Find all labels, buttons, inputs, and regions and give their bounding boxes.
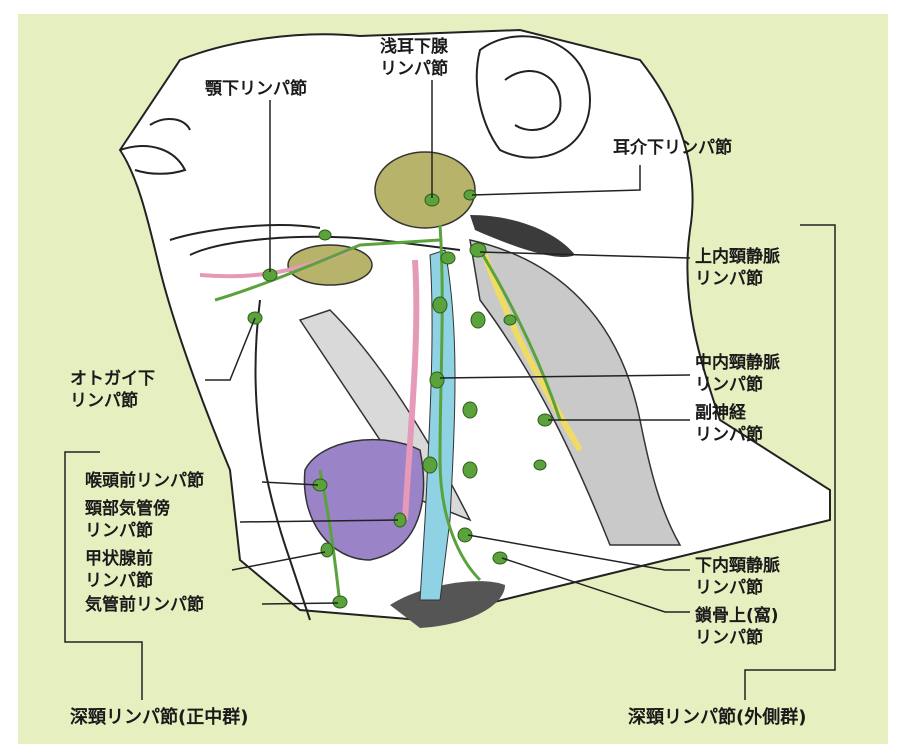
- label-prethyroid: 甲状腺前 リンパ節: [85, 548, 153, 592]
- lymph-node: [534, 460, 546, 470]
- label-pretracheal: 気管前リンパ節: [85, 594, 204, 616]
- lymph-node: [463, 402, 477, 418]
- lymph-node: [430, 372, 444, 388]
- label-spinal-accessory: 副神経 リンパ節: [695, 402, 763, 446]
- lymph-node: [471, 312, 485, 328]
- label-lower-internal-jugular: 下内頸静脈 リンパ節: [695, 555, 780, 599]
- label-deep-cervical-lateral: 深頸リンパ節(外側群): [628, 707, 806, 729]
- lymph-node: [470, 243, 486, 257]
- label-deep-cervical-median: 深頸リンパ節(正中群): [70, 707, 248, 729]
- label-prelaryngeal: 喉頭前リンパ節: [85, 470, 204, 492]
- lymph-node: [441, 252, 455, 264]
- lymph-node: [504, 315, 516, 325]
- lymph-node: [423, 457, 437, 473]
- lymph-node: [463, 462, 477, 478]
- label-middle-internal-jugular: 中内頸静脈 リンパ節: [695, 352, 780, 396]
- label-submental: オトガイ下 リンパ節: [70, 368, 155, 412]
- parotid-gland: [375, 152, 475, 228]
- label-superficial-parotid: 浅耳下腺 リンパ節: [380, 36, 448, 80]
- lymph-node: [333, 596, 347, 608]
- lymph-node: [433, 297, 447, 313]
- label-upper-internal-jugular: 上内頸静脈 リンパ節: [695, 246, 780, 290]
- label-infraauricular: 耳介下リンパ節: [613, 137, 732, 159]
- label-supraclavicular: 鎖骨上(窩) リンパ節: [695, 605, 779, 649]
- lymph-node: [321, 543, 333, 557]
- lymph-node: [493, 552, 507, 564]
- lymph-node: [319, 230, 331, 240]
- leader-pretracheal: [262, 603, 338, 604]
- label-paratracheal: 頸部気管傍 リンパ節: [85, 498, 170, 542]
- label-submandibular: 顎下リンパ節: [205, 78, 307, 100]
